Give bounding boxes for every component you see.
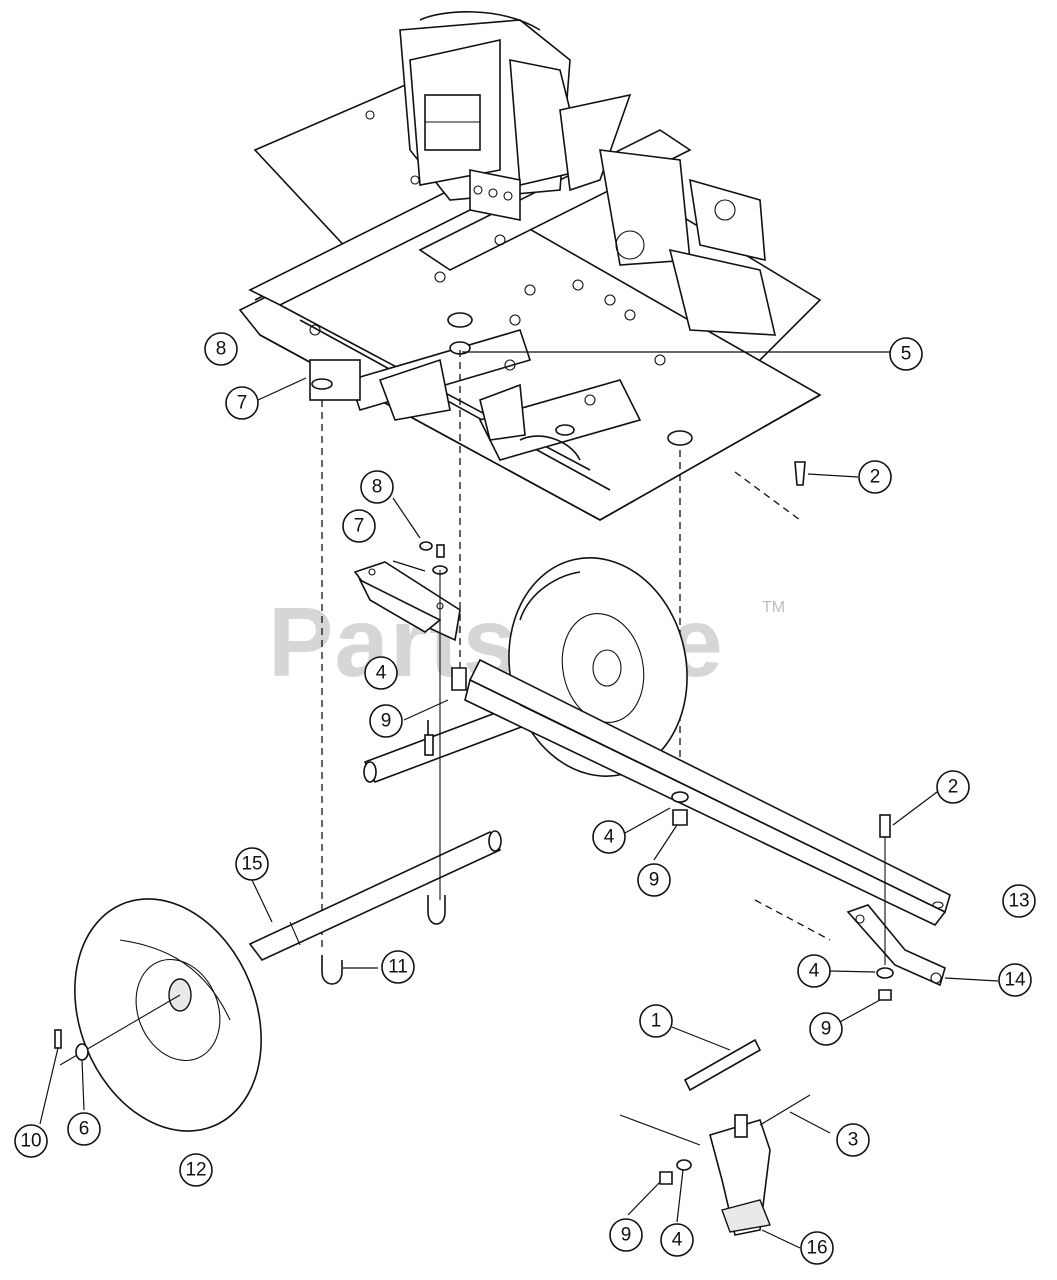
callout-5: 5 [889,337,923,371]
callout-4-center-label: 4 [604,827,615,848]
callout-14-label: 14 [1004,970,1026,991]
left-wheel [54,898,262,1132]
callout-6: 6 [67,1112,101,1146]
callout-2-right-label: 2 [948,777,959,798]
callout-7-top-label: 7 [237,393,248,414]
callout-8-bracket: 8 [360,470,394,504]
callout-13-label: 13 [1008,891,1029,912]
callout-12: 12 [179,1153,213,1187]
deck-bolts [309,110,666,406]
callout-4-right: 4 [797,954,831,988]
callout-4-right-label: 4 [809,961,820,982]
callout-7-bracket: 7 [342,509,376,543]
callout-16: 16 [800,1231,834,1265]
leader-lines [39,351,999,1249]
assembly-guide-lines [321,350,831,950]
axle-beam [248,461,951,1001]
callout-7-top: 7 [225,386,259,420]
callout-8-top-label: 8 [216,339,227,360]
callout-2-right: 2 [936,770,970,804]
callout-9-bottom: 9 [609,1218,643,1252]
callout-9-center-label: 9 [649,870,660,891]
callout-5-label: 5 [901,344,912,365]
callout-9-right-label: 9 [821,1019,832,1040]
callout-12-label: 12 [185,1160,206,1181]
callout-9-center: 9 [637,863,671,897]
callout-11-label: 11 [388,957,408,978]
callout-1: 1 [639,1004,673,1038]
callout-7-bracket-label: 7 [354,516,365,537]
callout-8-top: 8 [204,332,238,366]
callout-13: 13 [1002,884,1036,918]
callout-4-bracket-label: 4 [376,663,387,684]
callout-9-bracket: 9 [369,704,403,738]
callout-8-bracket-label: 8 [372,477,383,498]
callout-16-label: 16 [806,1238,827,1259]
splitter-frame-assembly [238,11,822,522]
callout-10-label: 10 [20,1131,41,1152]
callout-9-bottom-label: 9 [621,1225,632,1246]
callout-4-bottom: 4 [660,1223,694,1257]
jack-stand [619,1038,811,1236]
callout-9-bracket-label: 9 [381,711,392,732]
callout-4-bottom-label: 4 [672,1230,683,1251]
callout-10: 10 [14,1124,48,1158]
watermark-trademark: TM [762,599,785,616]
callout-1-label: 1 [651,1011,662,1032]
callout-11: 11 [381,950,415,984]
callout-2-top: 2 [858,460,892,494]
axle-bracket [353,541,467,691]
callout-3: 3 [836,1123,870,1157]
callout-15: 15 [235,847,269,881]
callout-2-top-label: 2 [870,467,881,488]
callout-4-center: 4 [592,820,626,854]
callout-9-right: 9 [809,1012,843,1046]
callout-14: 14 [998,963,1032,997]
callout-4-bracket: 4 [364,656,398,690]
callout-6-label: 6 [79,1119,90,1140]
callout-3-label: 3 [848,1130,859,1151]
callout-15-label: 15 [241,854,262,875]
